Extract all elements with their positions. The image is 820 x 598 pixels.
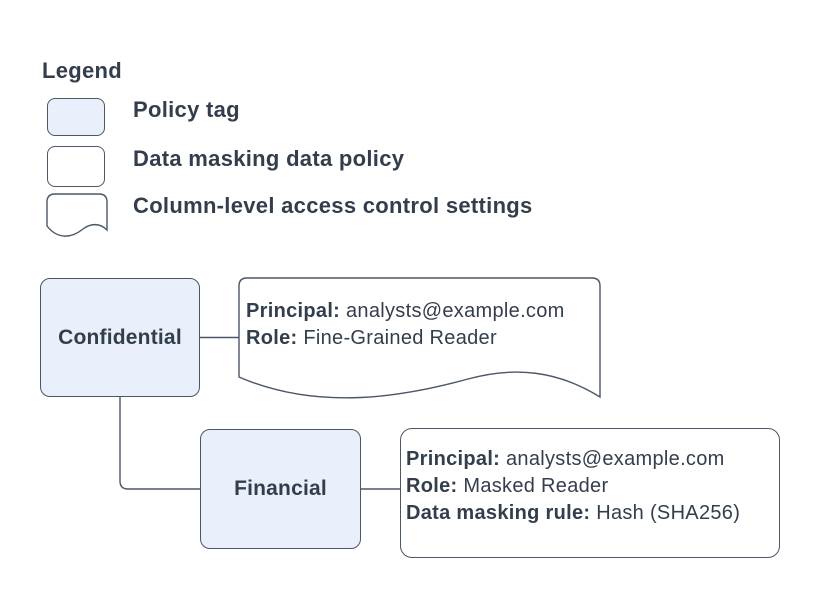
- role-value: Fine-Grained Reader: [303, 327, 497, 349]
- legend-data-masking-policy-swatch-icon: [47, 146, 105, 187]
- principal-value: analysts@example.com: [506, 448, 725, 470]
- data-masking-policy-box: [400, 428, 780, 558]
- legend-column-access-label: Column-level access control settings: [133, 193, 533, 218]
- role-label: Role:: [246, 327, 298, 349]
- policy-tag-confidential: Confidential: [40, 278, 200, 397]
- role-label: Role:: [406, 475, 458, 497]
- legend-column-access-swatch-icon: [46, 193, 108, 237]
- data-masking-policy-text: Principal: analysts@example.com Role: Ma…: [406, 446, 740, 527]
- masking-role-line: Role: Masked Reader: [406, 473, 740, 500]
- legend-policy-tag-label: Policy tag: [133, 97, 240, 122]
- principal-label: Principal:: [406, 448, 501, 470]
- connector-confidential-to-financial: [119, 397, 200, 490]
- column-access-settings-shape: [238, 277, 601, 399]
- principal-value: analysts@example.com: [346, 300, 565, 322]
- masking-rule-line: Data masking rule: Hash (SHA256): [406, 500, 740, 527]
- access-settings-principal-line: Principal: analysts@example.com: [246, 298, 565, 325]
- legend-data-masking-policy-label: Data masking data policy: [133, 146, 405, 171]
- legend-title: Legend: [42, 58, 123, 83]
- role-value: Masked Reader: [463, 475, 609, 497]
- data-masking-rule-value: Hash (SHA256): [596, 502, 741, 524]
- policy-tag-confidential-label: Confidential: [58, 325, 182, 349]
- masking-principal-line: Principal: analysts@example.com: [406, 446, 740, 473]
- access-settings-role-line: Role: Fine-Grained Reader: [246, 325, 565, 352]
- policy-tag-financial: Financial: [200, 429, 361, 549]
- column-access-settings-text: Principal: analysts@example.com Role: Fi…: [246, 298, 565, 352]
- legend-policy-tag-swatch-icon: [47, 98, 105, 136]
- policy-tag-financial-label: Financial: [234, 477, 327, 500]
- principal-label: Principal:: [246, 300, 341, 322]
- data-masking-rule-label: Data masking rule:: [406, 502, 591, 524]
